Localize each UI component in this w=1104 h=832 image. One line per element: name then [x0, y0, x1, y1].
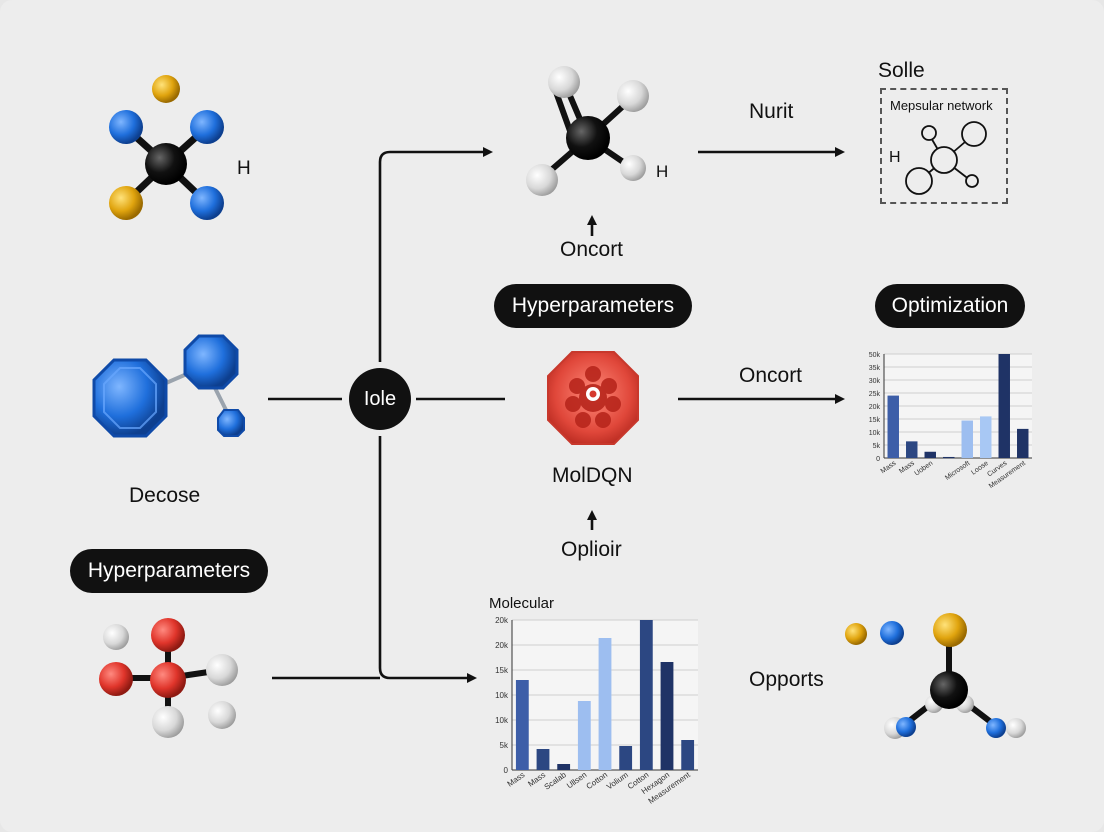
chart-right-y-tick-label: 20k — [869, 404, 881, 411]
chart-bottom-y-tick-label: 5k — [500, 741, 509, 750]
chart-bottom-bar — [660, 662, 674, 770]
label-solle: Solle — [878, 59, 925, 82]
chart-right-bar — [998, 354, 1010, 458]
chart-right-bar — [887, 395, 899, 458]
chart-right-y-tick-label: 35k — [869, 365, 881, 372]
chart-bottom-bar — [681, 740, 695, 770]
chart-bottom-bar — [557, 764, 571, 770]
chart-right-y-tick-label: 15k — [869, 417, 881, 424]
label-oplioir: Oplioir — [561, 538, 622, 561]
chart-right-bar — [924, 451, 936, 458]
pill-hyperparameters-left: Hyperparameters — [70, 549, 268, 593]
chart-bottom-bar — [577, 701, 591, 770]
chart-bottom-bar — [515, 680, 529, 770]
chart-bottom-y-tick-label: 20k — [495, 616, 509, 625]
bus-line — [378, 147, 493, 362]
chart-bottom-y-tick-label: 15k — [495, 666, 509, 675]
label-moldqn: MolDQN — [552, 464, 633, 487]
label-h-top: H — [656, 162, 669, 181]
chart-right-bar — [961, 420, 973, 458]
label-oncort-top: Oncort — [560, 238, 624, 261]
chart-bottom-bar — [639, 620, 653, 770]
label-opports: Opports — [749, 668, 824, 691]
label-h-left: H — [237, 158, 251, 179]
chart-right-y-tick-label: 25k — [869, 391, 881, 398]
chart-right-y-tick-label: 30k — [869, 378, 881, 385]
bus-line-lower — [378, 436, 477, 683]
chart-bottom-y-tick-label: 10k — [495, 691, 509, 700]
label-nurit: Nurit — [749, 100, 794, 123]
pill-hyperparameters-center: Hyperparameters — [494, 284, 692, 328]
network-h-label: H — [889, 149, 901, 166]
chart-right-y-tick-label: 0 — [876, 456, 880, 463]
chart-bottom-y-tick-label: 10k — [495, 716, 509, 725]
chart-right-y-tick-label: 5k — [873, 443, 881, 450]
chart-bottom-y-tick-label: 0 — [504, 766, 509, 775]
chart-bottom-y-tick-label: 20k — [495, 641, 509, 650]
chart-right-bar — [1017, 428, 1029, 458]
chart-bottom-bar — [536, 749, 550, 770]
chart-right-y-tick-label: 50k — [869, 352, 881, 359]
chart-right-y-tick-label: 10k — [869, 430, 881, 437]
network-box — [880, 88, 1008, 204]
node-iole: Iole — [349, 368, 411, 430]
chart-title-molecular: Molecular — [489, 595, 555, 612]
chart-right-bar — [943, 456, 955, 459]
chart-right-bar — [980, 416, 992, 458]
chart-bottom-bar — [619, 746, 633, 770]
label-oncort-right: Oncort — [739, 364, 803, 387]
chart-bottom-bar — [598, 638, 612, 770]
network-caption: Mepsular network — [890, 98, 993, 113]
pill-optimization: Optimization — [875, 284, 1025, 328]
chart-right-bar — [906, 441, 918, 458]
label-decose: Decose — [129, 484, 201, 507]
